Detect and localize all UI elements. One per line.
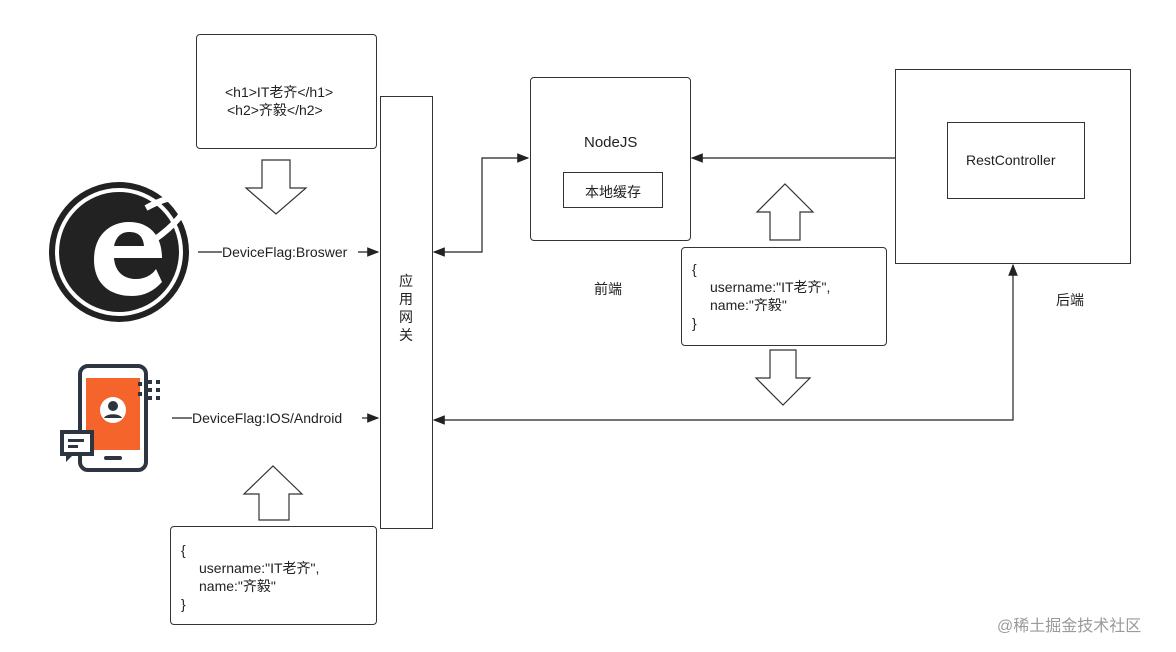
- backend-caption: 后端: [1056, 292, 1084, 308]
- gateway-nodejs-connector: [432, 153, 530, 257]
- browser-device-flag-label: DeviceFlag:Broswer: [222, 244, 348, 260]
- request-json-open: {: [181, 542, 186, 558]
- html-down-block-arrow: [244, 159, 308, 215]
- response-json-box: { username:"IT老齐", name:"齐毅" }: [681, 247, 887, 346]
- response-json-close: }: [692, 315, 697, 331]
- rest-controller-box: RestController: [947, 122, 1085, 199]
- right-json-down-block-arrow: [754, 349, 812, 406]
- right-json-up-block-arrow: [755, 183, 815, 241]
- request-json-username: username:"IT老齐",: [199, 560, 320, 576]
- mobile-device-flag-label: DeviceFlag:IOS/Android: [192, 410, 343, 426]
- backend-gateway-connector: [432, 263, 1018, 425]
- response-json-username: username:"IT老齐",: [710, 279, 831, 295]
- local-cache-box: 本地缓存: [563, 172, 663, 208]
- gateway-char-4: 关: [399, 327, 413, 343]
- json-up-block-arrow: [242, 465, 304, 521]
- html-snippet-box: <h1>IT老齐</h1> <h2>齐毅</h2>: [196, 34, 377, 149]
- response-json-open: {: [692, 261, 697, 277]
- backend-box: RestController: [895, 69, 1131, 264]
- gateway-char-2: 用: [399, 291, 413, 307]
- local-cache-label: 本地缓存: [585, 184, 641, 200]
- gateway-char-1: 应: [399, 273, 413, 289]
- request-json-box: { username:"IT老齐", name:"齐毅" }: [170, 526, 377, 625]
- nodejs-title: NodeJS: [584, 134, 638, 151]
- rest-controller-label: RestController: [966, 152, 1056, 168]
- frontend-caption: 前端: [594, 281, 622, 297]
- mobile-user-icon: [58, 362, 168, 474]
- request-json-close: }: [181, 596, 186, 612]
- internet-explorer-icon: [46, 178, 196, 328]
- response-json-name: name:"齐毅": [710, 297, 787, 313]
- watermark: @稀土掘金技术社区: [997, 618, 1142, 635]
- html-snippet-line-2: <h2>齐毅</h2>: [227, 102, 323, 118]
- html-snippet-line-1: <h1>IT老齐</h1>: [225, 84, 334, 100]
- api-gateway-box: 应 用 网 关: [380, 96, 433, 529]
- gateway-char-3: 网: [399, 309, 413, 325]
- request-json-name: name:"齐毅": [199, 578, 276, 594]
- nodejs-box: NodeJS 本地缓存: [530, 77, 691, 241]
